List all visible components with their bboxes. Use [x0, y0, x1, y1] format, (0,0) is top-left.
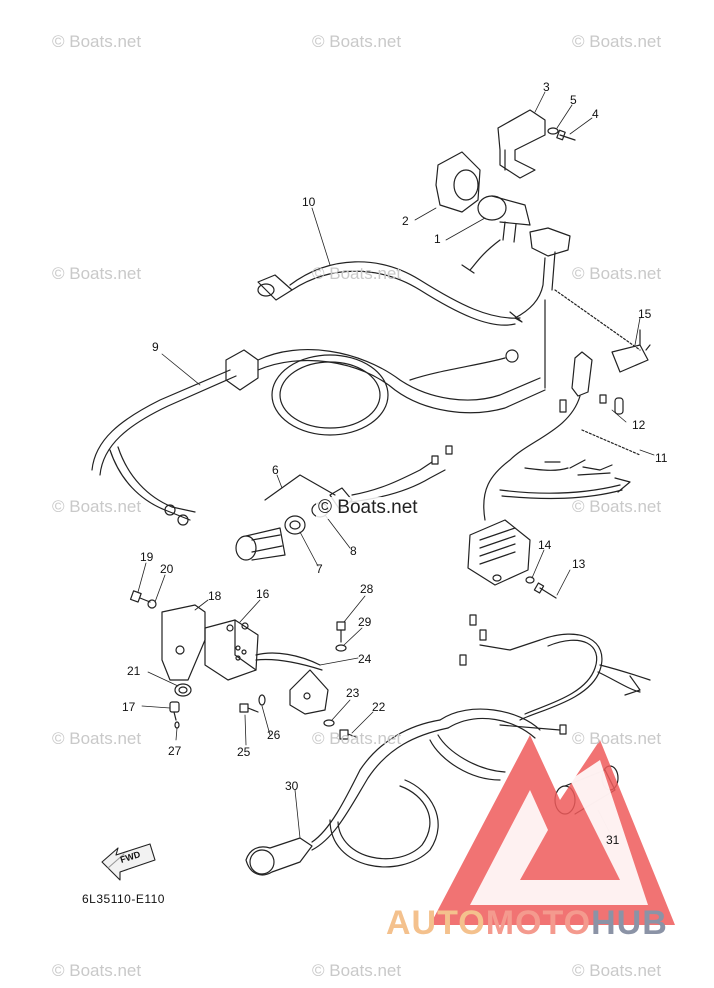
callout-11: 11 [655, 451, 668, 465]
callout-20: 20 [160, 562, 174, 576]
callout-31: 31 [606, 833, 620, 847]
callout-16: 16 [256, 587, 270, 601]
callout-7: 7 [316, 562, 323, 576]
callout-8: 8 [350, 544, 357, 558]
callout-22: 22 [372, 700, 386, 714]
callout-2: 2 [402, 214, 409, 228]
part-21-grommet [174, 683, 192, 697]
part-18-bracket [161, 604, 206, 681]
watermark: © Boats.net [572, 264, 662, 283]
callout-4: 4 [592, 107, 599, 121]
callout-13: 13 [572, 557, 586, 571]
part-14-washer [525, 576, 535, 584]
callout-12: 12 [632, 418, 646, 432]
automotohub-logo-triangle [430, 735, 675, 925]
part-28-bolt [336, 621, 346, 643]
callout-leaders [137, 91, 655, 839]
callout-5: 5 [570, 93, 577, 107]
part-29-washer [335, 644, 347, 652]
callout-6: 6 [272, 463, 279, 477]
logo-part-auto: AUTO [386, 904, 486, 942]
watermark-overlay: © Boats.net [316, 497, 420, 519]
fwd-arrow-icon [101, 843, 156, 881]
part-2-holder [435, 151, 481, 213]
watermark: © Boats.net [572, 961, 662, 980]
watermark: © Boats.net [52, 961, 142, 980]
callout-26: 26 [267, 728, 281, 742]
part-19-bolt [129, 590, 151, 603]
watermark: © Boats.net [312, 32, 402, 51]
part-17-screw [169, 701, 180, 721]
part-30-harness [245, 614, 651, 876]
watermark: © Boats.net [52, 497, 142, 516]
watermark: © Boats.net [52, 32, 142, 51]
callout-17: 17 [122, 700, 136, 714]
part-11-subharness [483, 351, 641, 521]
callout-10: 10 [302, 195, 316, 209]
watermark: © Boats.net [312, 264, 402, 283]
callout-21: 21 [127, 664, 141, 678]
callout-24: 24 [358, 652, 372, 666]
part-22-bolt [339, 729, 357, 740]
logo-part-moto: MOTO [485, 904, 592, 942]
part-24-bracket [289, 669, 329, 715]
part-4-screw [556, 129, 576, 141]
callout-14: 14 [538, 538, 552, 552]
callout-28: 28 [360, 582, 374, 596]
part-26-washer [258, 694, 266, 706]
callout-29: 29 [358, 615, 372, 629]
battery-cable-boots [509, 227, 641, 351]
part-20-washer [147, 599, 157, 609]
watermark: © Boats.net [572, 497, 662, 516]
watermark: © Boats.net [312, 961, 402, 980]
rectifier-regulator [467, 519, 531, 586]
part-5-washer [547, 127, 559, 135]
watermark: © Boats.net [572, 32, 662, 51]
part-23-washer [323, 719, 335, 727]
part-13-bolt [533, 582, 557, 599]
part-7-switch [235, 527, 286, 561]
callout-3: 3 [543, 80, 550, 94]
watermark: © Boats.net [312, 729, 402, 748]
part-1-relay [461, 195, 531, 274]
part-12-fuse [559, 394, 624, 415]
diagram-code: 6L35110-E110 [82, 892, 165, 906]
callout-23: 23 [346, 686, 360, 700]
part-10-wire [257, 261, 521, 326]
automotohub-logo-text: AUTOMOTOHUB [386, 904, 668, 943]
part-15-holder [611, 329, 651, 373]
callout-25: 25 [237, 745, 251, 759]
part-25-bolt [239, 703, 259, 713]
part-27-clip [174, 721, 180, 729]
callout-1: 1 [434, 232, 441, 246]
logo-part-hub: HUB [591, 904, 668, 942]
callout-19: 19 [140, 550, 154, 564]
part-16-switch-box [204, 619, 323, 681]
part-9-main-harness [91, 299, 546, 526]
watermark: © Boats.net [52, 729, 142, 748]
callout-27: 27 [168, 744, 182, 758]
watermark: © Boats.net [572, 729, 662, 748]
callout-9: 9 [152, 340, 159, 354]
callout-15: 15 [638, 307, 652, 321]
callout-30: 30 [285, 779, 299, 793]
watermark: © Boats.net [52, 264, 142, 283]
callout-18: 18 [208, 589, 222, 603]
part-3-bracket [497, 109, 546, 179]
